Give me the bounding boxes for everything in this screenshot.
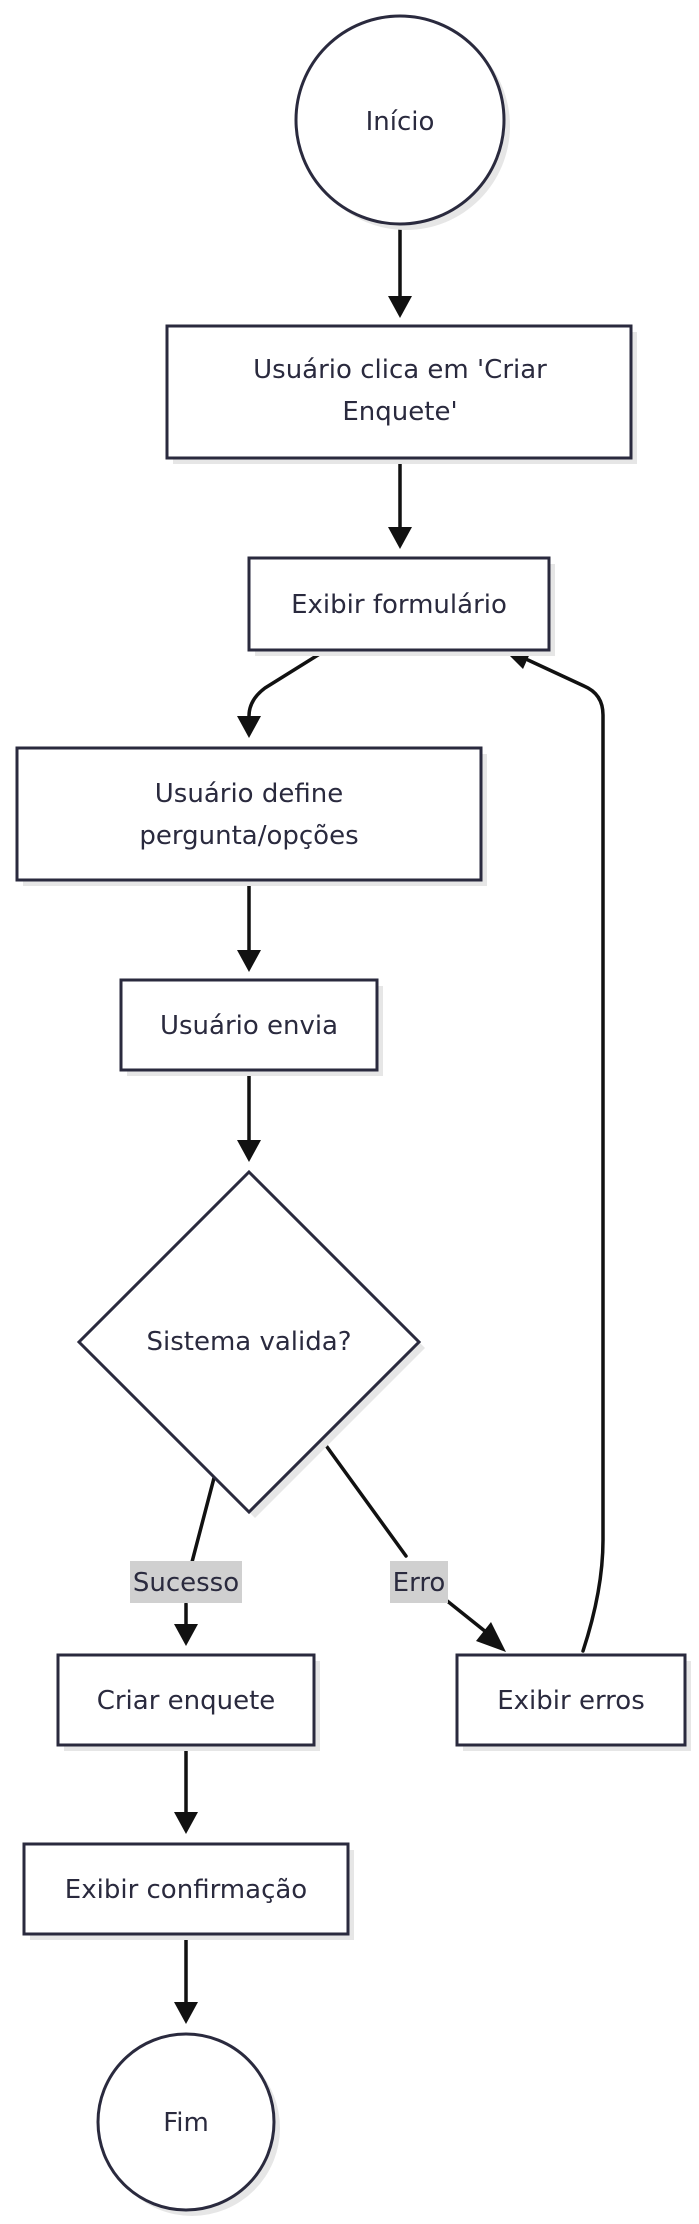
node-define-line1: Usuário define	[155, 779, 343, 809]
node-criar-enquete-label: Criar enquete	[97, 1686, 276, 1716]
arrowhead	[476, 1622, 506, 1652]
node-sistema-valida: Sistema valida?	[76, 1169, 425, 1518]
node-clica-line1: Usuário clica em 'Criar	[253, 355, 547, 385]
node-usuario-envia-label: Usuário envia	[160, 1011, 338, 1041]
node-exibir-formulario: Exibir formulário	[247, 556, 555, 656]
node-define-line2: pergunta/opções	[139, 821, 358, 851]
node-exibir-erros-label: Exibir erros	[497, 1686, 645, 1716]
edge-label-sucesso-text: Sucesso	[133, 1568, 239, 1598]
edge-label-erro-text: Erro	[393, 1568, 446, 1598]
node-inicio-label: Início	[366, 107, 435, 137]
arrowhead	[174, 1812, 198, 1834]
node-exibir-confirmacao: Exibir confirmação	[22, 1842, 354, 1940]
arrowhead	[388, 527, 412, 549]
node-usuario-clica-criar-enquete: Usuário clica em 'Criar Enquete'	[165, 324, 637, 464]
edge-valida-to-criar	[184, 1476, 216, 1626]
arrowhead	[174, 2002, 198, 2024]
edge-label-erro: Erro	[390, 1561, 448, 1603]
edge-erros-to-formulario	[526, 658, 605, 1653]
node-usuario-define-pergunta: Usuário define pergunta/opções	[15, 746, 487, 886]
node-sistema-valida-label: Sistema valida?	[147, 1327, 352, 1357]
node-exibir-erros: Exibir erros	[455, 1653, 691, 1751]
edge-valida-to-erros	[320, 1438, 488, 1634]
edges	[174, 224, 605, 2024]
node-inicio: Início	[294, 14, 510, 230]
arrowhead	[388, 296, 412, 318]
node-exibir-formulario-label: Exibir formulário	[291, 590, 507, 620]
node-usuario-envia: Usuário envia	[119, 978, 383, 1076]
arrowhead	[237, 1140, 261, 1162]
arrowhead	[174, 1624, 198, 1646]
node-exibir-confirmacao-label: Exibir confirmação	[65, 1875, 307, 1905]
node-criar-enquete: Criar enquete	[56, 1653, 320, 1751]
node-fim-label: Fim	[163, 2108, 209, 2138]
edge-formulario-to-define	[247, 648, 328, 718]
node-clica-line2: Enquete'	[342, 397, 457, 427]
arrowhead	[237, 950, 261, 972]
arrowhead	[237, 716, 261, 738]
node-fim: Fim	[96, 2032, 280, 2216]
edge-label-sucesso: Sucesso	[130, 1561, 242, 1603]
